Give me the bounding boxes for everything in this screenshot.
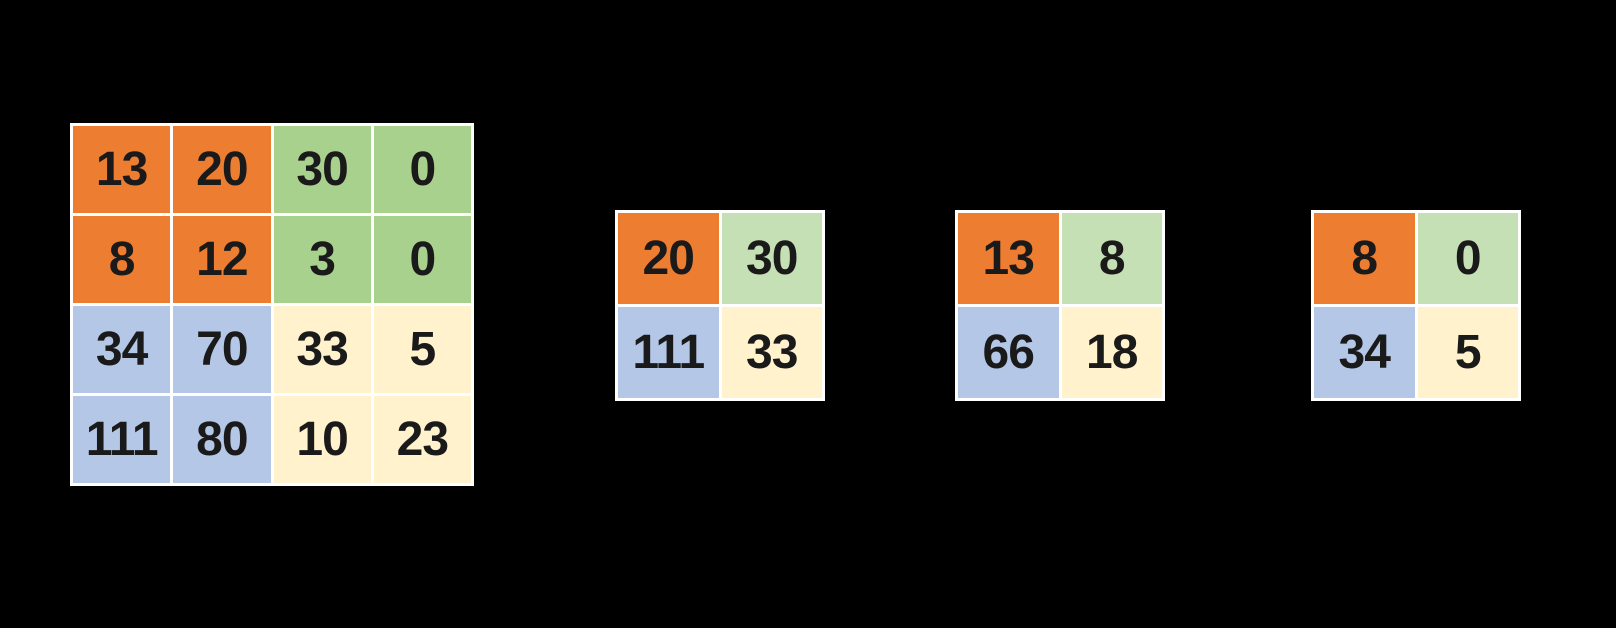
matrix-cell: 33 [721,307,822,398]
matrix-cell: 0 [373,126,471,213]
matrix-cell: 8 [1314,213,1415,304]
matrix-cell: 5 [1417,307,1518,398]
matrix-cell: 0 [1417,213,1518,304]
matrix-cell: 66 [958,307,1059,398]
matrix-cell: 10 [273,396,371,483]
matrix-cell: 12 [173,216,271,303]
pooled-matrix-1: 20 30 111 33 [615,210,825,401]
matrix-cell: 0 [373,216,471,303]
matrix-cell: 5 [373,306,471,393]
matrix-cell: 111 [618,307,719,398]
matrix-cell: 20 [173,126,271,213]
matrix-cell: 18 [1061,307,1162,398]
input-matrix: 13 20 30 0 8 12 3 0 34 70 33 5 111 80 10… [70,123,474,486]
matrix-cell: 20 [618,213,719,304]
matrix-cell: 34 [1314,307,1415,398]
matrix-cell: 13 [73,126,171,213]
matrix-cell: 8 [73,216,171,303]
matrix-cell: 80 [173,396,271,483]
matrix-cell: 30 [721,213,822,304]
matrix-cell: 30 [273,126,371,213]
pooled-matrix-3: 8 0 34 5 [1311,210,1521,401]
matrix-cell: 23 [373,396,471,483]
matrix-cell: 33 [273,306,371,393]
matrix-cell: 13 [958,213,1059,304]
matrix-cell: 70 [173,306,271,393]
matrix-cell: 3 [273,216,371,303]
pooled-matrix-2: 13 8 66 18 [955,210,1165,401]
matrix-cell: 111 [73,396,171,483]
matrix-cell: 8 [1061,213,1162,304]
matrix-cell: 34 [73,306,171,393]
